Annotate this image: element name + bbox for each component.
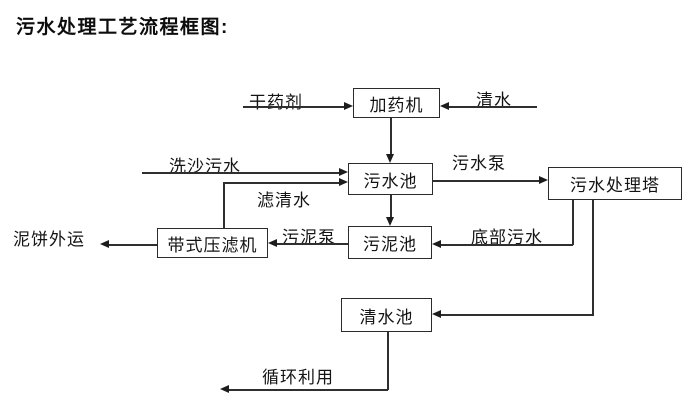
- flow-label-sand-washing-sewage: 洗沙污水: [169, 157, 241, 176]
- flow-label-filtered-water: 滤清水: [257, 191, 311, 210]
- flow-label-mud-cake-out: 泥饼外运: [13, 230, 85, 249]
- page-title: 污水处理工艺流程框图:: [16, 17, 229, 38]
- arrowhead-into-sludge-pool-right: [432, 240, 441, 248]
- node-belt-filter-press: 带式压滤机: [157, 228, 268, 258]
- connector-filtered-water-horizontal: [223, 182, 341, 184]
- connector-sewage-pool-to-tower: [433, 180, 540, 182]
- connector-tower-bottom-sewage-horizontal: [440, 244, 573, 246]
- node-clean-water-pool: 清水池: [341, 298, 432, 332]
- arrowhead-into-sludge-pool-top: [386, 217, 394, 226]
- node-dosing-machine: 加药机: [353, 88, 440, 118]
- arrowhead-recycle-out: [220, 385, 229, 393]
- connector-clean-pool-down: [387, 332, 389, 390]
- flow-label-clean-water: 清水: [476, 91, 512, 110]
- arrowhead-into-sewage-pool-top: [386, 154, 394, 163]
- connector-tower-to-clean-pool-horizontal: [440, 314, 593, 316]
- arrowhead-filtered-into-sewage-pool: [339, 178, 348, 186]
- node-treatment-tower: 污水处理塔: [548, 167, 682, 200]
- connector-sand-sewage-to-sewage-pool: [142, 172, 341, 174]
- flow-label-recycle-use: 循环利用: [262, 368, 334, 387]
- connector-filtered-water-vertical: [223, 182, 225, 228]
- connector-belt-press-to-mud-cake-out: [108, 244, 157, 246]
- node-sewage-pool: 污水池: [348, 163, 433, 195]
- flow-label-bottom-sewage: 底部污水: [471, 228, 543, 247]
- connector-sewage-pool-to-sludge-pool: [390, 195, 392, 219]
- arrowhead-into-belt-press: [268, 239, 277, 247]
- arrowhead-into-dosing-right: [440, 102, 449, 110]
- flow-label-dry-chemical: 干药剂: [249, 93, 303, 112]
- arrowhead-sand-into-sewage-pool: [339, 168, 348, 176]
- flow-label-sewage-pump: 污水泵: [452, 154, 506, 173]
- flow-label-sludge-pump: 污泥泵: [282, 228, 336, 247]
- arrowhead-mud-cake-out: [100, 240, 109, 248]
- connector-tower-to-clean-pool-vertical: [592, 200, 594, 316]
- connector-dry-chemical-to-dosing: [243, 106, 346, 108]
- connector-recycle-use: [228, 389, 388, 391]
- connector-clean-water-to-dosing: [448, 106, 537, 108]
- arrowhead-into-tower: [539, 176, 548, 184]
- node-sludge-pool: 污泥池: [348, 226, 432, 259]
- connector-sludge-pool-to-belt-press: [276, 243, 348, 245]
- arrowhead-into-dosing-left: [344, 102, 353, 110]
- connector-dosing-to-sewage-pool: [390, 118, 392, 156]
- connector-tower-bottom-sewage-vertical: [572, 200, 574, 245]
- arrowhead-into-clean-pool-right: [432, 310, 441, 318]
